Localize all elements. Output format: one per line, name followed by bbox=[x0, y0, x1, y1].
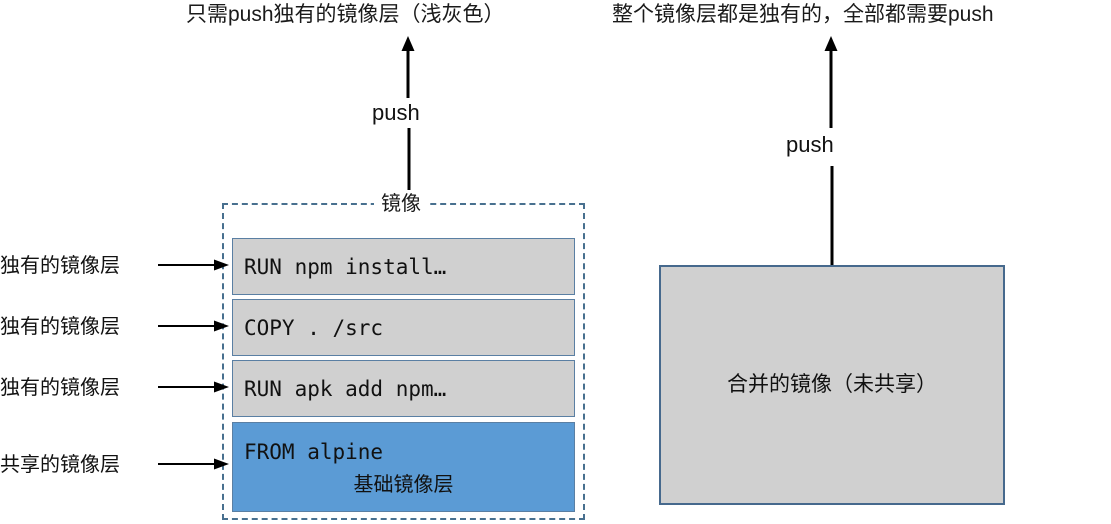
side-arrow-icon bbox=[158, 320, 229, 332]
layer-row[interactable]: COPY . /src bbox=[232, 299, 575, 356]
base-layer-row[interactable]: FROM alpine 基础镜像层 bbox=[232, 422, 575, 512]
layer-row[interactable]: RUN apk add npm… bbox=[232, 360, 575, 417]
layer-command: FROM alpine bbox=[244, 440, 384, 464]
layer-command: RUN apk add npm… bbox=[244, 376, 447, 401]
image-group-label: 镜像 bbox=[374, 192, 428, 216]
layer-command: COPY . /src bbox=[244, 315, 384, 340]
side-arrow-icon bbox=[158, 259, 229, 271]
left-diagram-title: 只需push独有的镜像层（浅灰色） bbox=[186, 3, 505, 26]
layer-side-label: 独有的镜像层 bbox=[0, 255, 120, 277]
push-arrow-left-icon bbox=[401, 36, 415, 98]
side-arrow-icon bbox=[158, 458, 229, 470]
push-arrow-right-icon bbox=[824, 36, 838, 128]
layer-side-label: 独有的镜像层 bbox=[0, 316, 120, 338]
base-layer-sublabel: 基础镜像层 bbox=[353, 474, 454, 496]
push-connector-left bbox=[407, 128, 411, 190]
layer-command: RUN npm install… bbox=[244, 254, 447, 279]
layer-row[interactable]: RUN npm install… bbox=[232, 238, 575, 295]
merged-image-label: 合并的镜像（未共享） bbox=[727, 373, 937, 396]
push-label-left: push bbox=[372, 100, 420, 125]
layer-side-label: 独有的镜像层 bbox=[0, 377, 120, 399]
merged-image-box[interactable]: 合并的镜像（未共享） bbox=[659, 265, 1005, 505]
layer-side-label: 共享的镜像层 bbox=[0, 454, 120, 476]
push-connector-right bbox=[830, 166, 834, 265]
right-diagram-title: 整个镜像层都是独有的，全部都需要push bbox=[612, 3, 994, 26]
side-arrow-icon bbox=[158, 381, 229, 393]
push-label-right: push bbox=[786, 132, 834, 157]
